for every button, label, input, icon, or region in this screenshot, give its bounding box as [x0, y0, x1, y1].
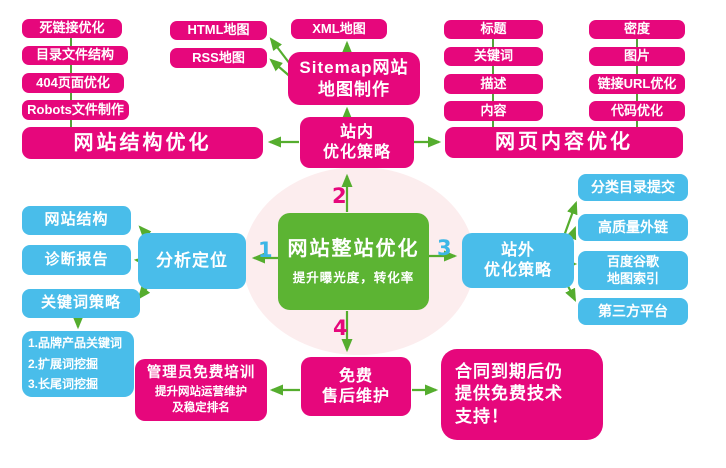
- node-keyword-list: 1.品牌产品关键词 2.扩展词挖掘 3.长尾词挖掘: [22, 331, 134, 397]
- node-page-content-optimization: 网页内容优化: [445, 127, 683, 158]
- node-baidu-google-map-index: 百度谷歌 地图索引: [578, 251, 688, 290]
- node-title-tag: 标题: [444, 20, 543, 39]
- step-number-4: 4: [333, 316, 348, 340]
- step-number-1: 1: [258, 238, 273, 262]
- node-directory-structure: 目录文件结构: [22, 46, 128, 65]
- node-third-party-platform: 第三方平台: [578, 298, 688, 325]
- node-description-tag: 描述: [444, 74, 543, 94]
- step-number-3: 3: [437, 236, 452, 260]
- node-site-structure-optimization: 网站结构优化: [22, 127, 263, 159]
- center-subtitle: 提升曝光度，转化率: [292, 270, 415, 285]
- node-density: 密度: [589, 20, 685, 39]
- node-whole-site-optimization: 网站整站优化 提升曝光度，转化率: [278, 213, 429, 310]
- step-number-2: 2: [332, 184, 347, 208]
- node-analysis-positioning: 分析定位: [138, 233, 246, 289]
- node-keyword-strategy: 关键词策略: [22, 289, 140, 318]
- node-rss-sitemap: RSS地图: [170, 48, 267, 68]
- node-onsite-strategy: 站内 优化策略: [300, 117, 414, 168]
- node-directory-submission: 分类目录提交: [578, 174, 688, 201]
- center-title: 网站整站优化: [287, 237, 420, 260]
- node-sitemap-maker: Sitemap网站 地图制作: [288, 52, 420, 105]
- node-website-structure: 网站结构: [22, 206, 131, 235]
- node-offsite-strategy: 站外 优化策略: [462, 233, 574, 288]
- node-quality-backlinks: 高质量外链: [578, 214, 688, 241]
- node-dead-links: 死链接优化: [22, 19, 122, 38]
- node-html-sitemap: HTML地图: [170, 21, 267, 40]
- node-url-optimization: 链接URL优化: [589, 74, 685, 94]
- node-code-optimization: 代码优化: [589, 101, 685, 121]
- node-diagnosis-report: 诊断报告: [22, 245, 131, 275]
- node-robots-file: Robots文件制作: [22, 100, 129, 120]
- node-xml-sitemap: XML地图: [291, 19, 387, 39]
- node-admin-free-training: 管理员免费培训 提升网站运营维护 及稳定排名: [135, 359, 267, 421]
- node-images: 图片: [589, 47, 685, 66]
- node-content-tag: 内容: [444, 101, 543, 121]
- node-keywords-tag: 关键词: [444, 47, 543, 66]
- node-404-page: 404页面优化: [22, 73, 124, 93]
- node-contract-free-support: 合同到期后仍 提供免费技术 支持！: [441, 349, 603, 440]
- node-free-aftersale-maintenance: 免费 售后维护: [301, 357, 411, 416]
